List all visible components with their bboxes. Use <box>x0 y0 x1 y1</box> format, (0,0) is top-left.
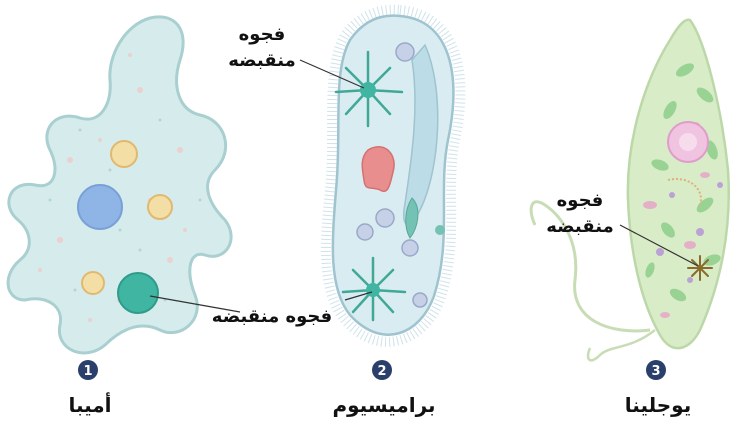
paramecium-name: براميسيوم <box>332 393 435 417</box>
euglena-name: يوجلينا <box>625 393 691 417</box>
amoeba-name: أميبا <box>68 391 111 417</box>
amoeba <box>8 17 240 353</box>
amoeba-vacuole-label: فجوه منقبضه <box>212 306 332 327</box>
euglena-vacuole-label-line1: فجوه <box>557 190 604 211</box>
amoeba-contractile-vacuole <box>118 273 158 313</box>
paramecium-vacuole-label-top-line2: منقبضه <box>228 50 295 71</box>
paramecium-vacuole-label-top-line1: فجوه <box>239 24 286 45</box>
euglena-contractile-vacuole <box>688 256 712 280</box>
svg-text:2: 2 <box>377 364 386 379</box>
paramecium <box>300 10 460 342</box>
badge-2: 2 <box>372 360 392 380</box>
badge-3: 3 <box>646 360 666 380</box>
badge-1: 1 <box>78 360 98 380</box>
amoeba-nucleus <box>78 185 122 229</box>
euglena-nucleus <box>668 122 708 162</box>
paramecium-body <box>333 16 454 335</box>
euglena-vacuole-label-line2: منقبضه <box>546 216 613 237</box>
svg-text:1: 1 <box>83 364 92 379</box>
svg-text:3: 3 <box>651 364 660 379</box>
paramecium-macronucleus <box>362 147 394 192</box>
